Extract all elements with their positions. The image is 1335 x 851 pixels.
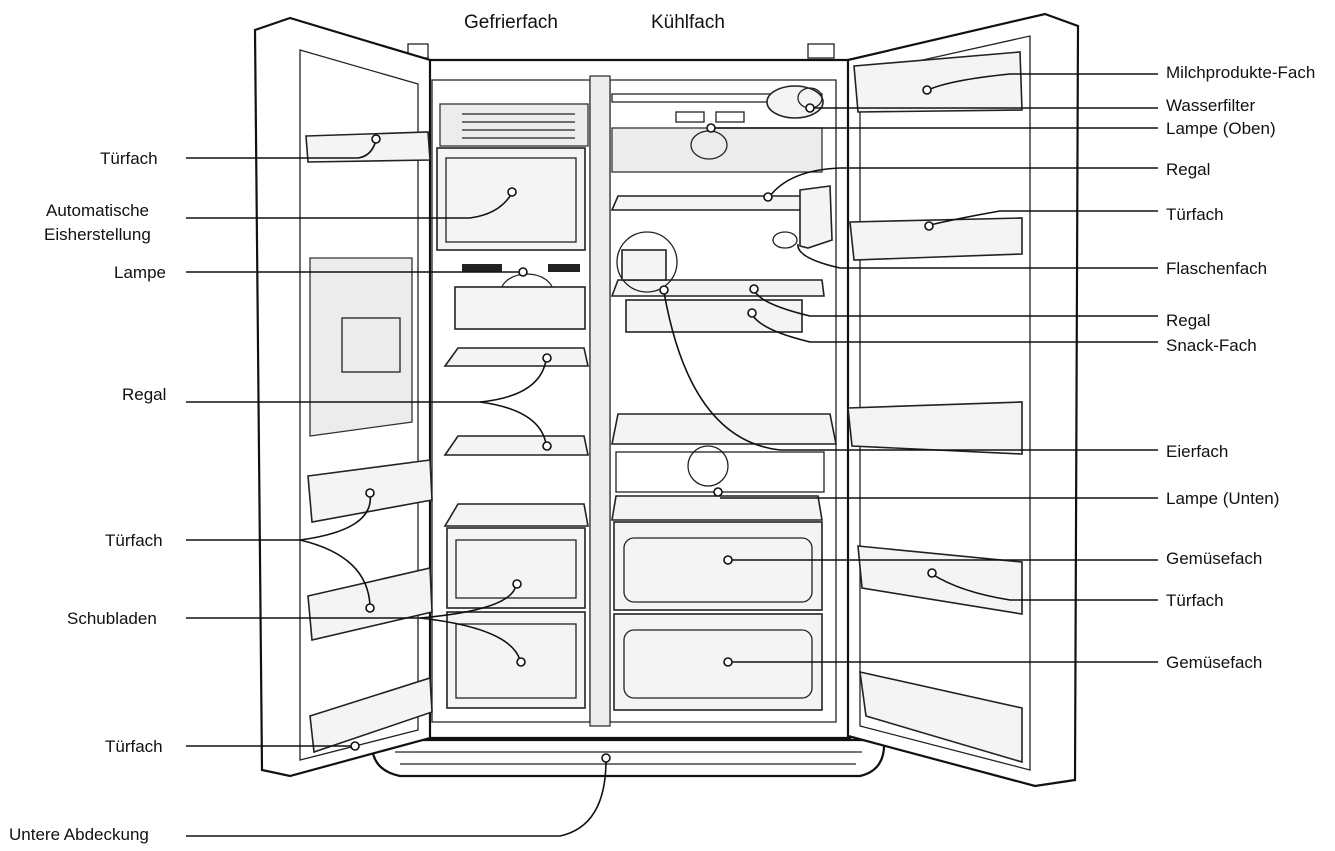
bottle-holder-shape <box>799 185 833 249</box>
left-door-bin-4 <box>309 676 433 754</box>
freezer-shelf-3 <box>443 503 589 527</box>
label-drawers: Schubladen <box>67 609 157 628</box>
fridge-bottom-lamp-shape <box>687 445 729 487</box>
egg-tray-shape <box>847 401 1023 455</box>
label-shelf-1: Regal <box>1166 160 1210 179</box>
fridge-shelf-3 <box>611 413 837 445</box>
right-door-bin-1 <box>849 217 1023 261</box>
base-cover-shape <box>370 738 886 778</box>
right-door-bin-3 <box>859 670 1023 764</box>
leader-lines-left <box>186 134 611 837</box>
leader-lines-right <box>659 73 1158 667</box>
right-door <box>846 12 1080 788</box>
fridge-shelf-1 <box>610 195 823 211</box>
crisper-drawer-1 <box>613 521 823 611</box>
label-crisper-2: Gemüsefach <box>1166 653 1262 672</box>
fridge-illustration <box>253 12 1080 788</box>
label-lamp: Lampe <box>114 263 166 282</box>
label-door-bin-right-1: Türfach <box>1166 205 1224 224</box>
label-door-bin-right-2: Türfach <box>1166 591 1224 610</box>
label-door-bin-1: Türfach <box>100 149 158 168</box>
label-shelf: Regal <box>122 385 166 404</box>
label-door-bin-2: Türfach <box>105 531 163 550</box>
freezer-tray <box>454 286 586 330</box>
freezer-drawer-2 <box>446 611 586 709</box>
left-door-bin-1 <box>305 131 431 163</box>
label-dairy-compartment: Milchprodukte-Fach <box>1166 63 1315 82</box>
water-filter-shape <box>766 85 824 119</box>
label-snack-compartment: Snack-Fach <box>1166 336 1257 355</box>
label-door-bin-3: Türfach <box>105 737 163 756</box>
label-crisper-1: Gemüsefach <box>1166 549 1262 568</box>
label-water-filter: Wasserfilter <box>1166 96 1255 115</box>
freezer-vents <box>439 103 589 147</box>
dispenser-panel <box>309 257 413 437</box>
label-lamp-bottom: Lampe (Unten) <box>1166 489 1279 508</box>
heading-fridge: Kühlfach <box>651 12 725 33</box>
fridge-top-lamp-housing <box>611 127 823 173</box>
heading-freezer: Gefrierfach <box>464 12 558 33</box>
ice-maker-shape <box>436 147 586 251</box>
freezer-shelf-1 <box>443 347 589 367</box>
freezer-drawer-1 <box>446 527 586 609</box>
label-auto-ice-maker-line2: Eisherstellung <box>44 225 151 244</box>
label-bottle-holder: Flaschenfach <box>1166 259 1267 278</box>
label-shelf-2: Regal <box>1166 311 1210 330</box>
label-bottom-cover: Untere Abdeckung <box>9 825 149 844</box>
label-lamp-top: Lampe (Oben) <box>1166 119 1276 138</box>
center-divider <box>589 75 611 727</box>
label-auto-ice-maker-line1: Automatische <box>46 201 149 220</box>
fridge-shelf-2 <box>610 279 825 297</box>
dairy-compartment-shape <box>853 51 1023 113</box>
snack-drawer <box>625 299 803 333</box>
right-door-bin-2 <box>857 545 1023 615</box>
freezer-shelf-2 <box>443 435 589 456</box>
label-egg-tray: Eierfach <box>1166 442 1228 461</box>
